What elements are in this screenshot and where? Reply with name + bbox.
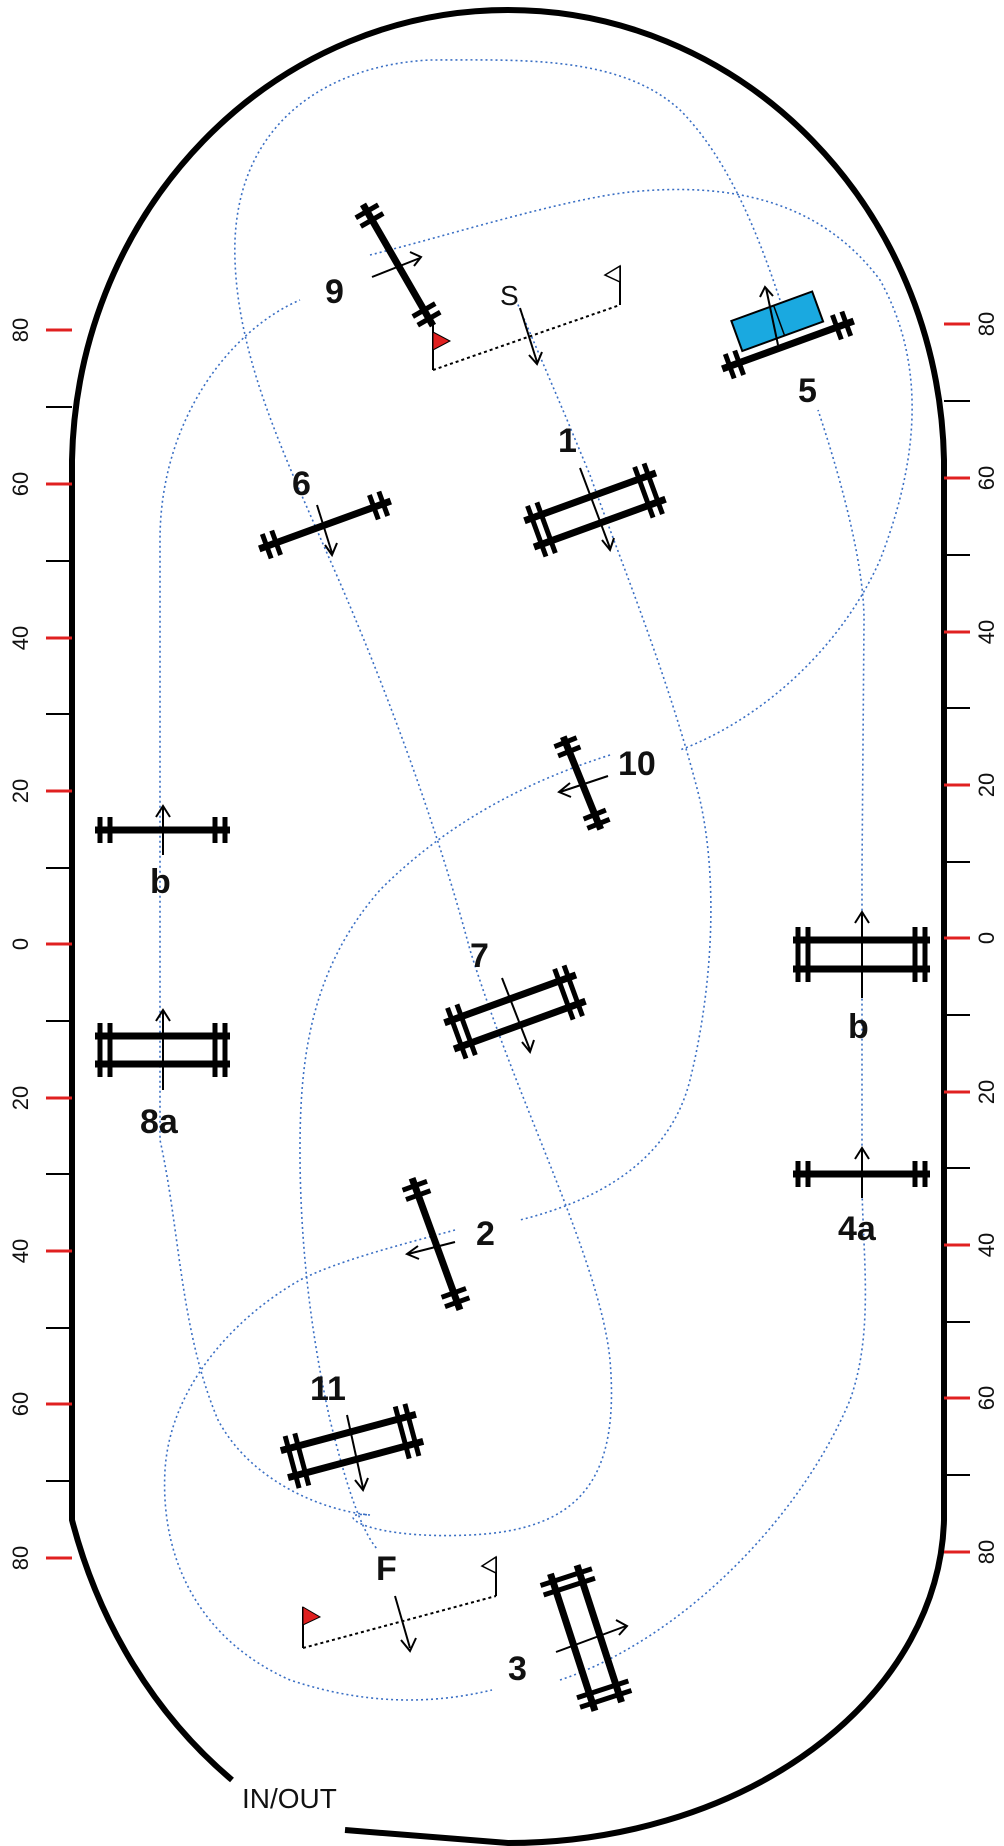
obstacle-label: 1 (558, 422, 577, 460)
left-tick-label: 60 (8, 1392, 33, 1416)
obstacle-label: 10 (618, 745, 656, 783)
right-tick-label: 40 (974, 620, 999, 644)
obstacle-label: 8a (140, 1103, 179, 1141)
right-scale: 80 60 40 20 0 20 40 60 80 (944, 312, 999, 1564)
obstacle-7: 7 (443, 937, 587, 1060)
left-tick-label: 80 (8, 1546, 33, 1570)
obstacle-label: 6 (292, 465, 311, 503)
obstacle-10: 10 (553, 735, 656, 831)
start-label: S (500, 280, 519, 311)
obstacle-8a: 8a (95, 1008, 230, 1141)
left-tick-label: 20 (8, 779, 33, 803)
water-tray (730, 290, 825, 353)
red-flag-icon (302, 1606, 322, 1626)
obstacle-4b: b (793, 910, 930, 1046)
obstacle-9: 9 (325, 202, 442, 328)
arena-outline (69, 6, 947, 1846)
white-flag-icon (480, 1555, 497, 1575)
obstacle-3: 3 (508, 1564, 633, 1712)
obstacle-label: 7 (470, 937, 489, 975)
left-tick-label: 20 (8, 1086, 33, 1110)
obstacle-4a: 4a (793, 1146, 930, 1248)
obstacle-label: b (150, 863, 171, 901)
obstacle-label: 5 (798, 372, 817, 410)
left-tick-label: 40 (8, 1239, 33, 1263)
entrance-label: IN/OUT (242, 1783, 337, 1814)
course-route (159, 59, 913, 1701)
left-tick-label: 60 (8, 472, 33, 496)
obstacle-11: 11 (279, 1370, 425, 1492)
obstacle-5: 5 (721, 285, 855, 410)
right-tick-label: 20 (974, 1080, 999, 1104)
right-tick-label: 80 (974, 1540, 999, 1564)
left-tick-label: 80 (8, 318, 33, 342)
obstacle-label: 2 (476, 1215, 495, 1253)
obstacle-label: 3 (508, 1650, 527, 1688)
right-tick-label: 80 (974, 312, 999, 336)
right-tick-label: 20 (974, 773, 999, 797)
right-tick-label: 60 (974, 1386, 999, 1410)
right-tick-label: 0 (974, 932, 999, 944)
left-tick-label: 0 (8, 938, 33, 950)
finish-label: F (376, 1550, 397, 1588)
obstacle-label: b (848, 1008, 869, 1046)
obstacle-6: 6 (258, 465, 392, 560)
right-tick-label: 40 (974, 1233, 999, 1257)
obstacle-label: 9 (325, 273, 344, 311)
obstacle-label: 4a (838, 1210, 877, 1248)
finish-line: F (302, 1550, 497, 1653)
left-scale: 80 60 40 20 0 20 40 60 80 (8, 318, 72, 1570)
start-line: S (432, 264, 621, 371)
obstacle-8b: b (95, 804, 230, 901)
left-tick-label: 40 (8, 626, 33, 650)
obstacle-label: 11 (310, 1370, 346, 1408)
obstacle-2: 2 (401, 1177, 495, 1311)
right-tick-label: 60 (974, 466, 999, 490)
white-flag-icon (603, 264, 621, 284)
obstacle-1: 1 (523, 422, 667, 558)
red-flag-icon (432, 331, 452, 351)
